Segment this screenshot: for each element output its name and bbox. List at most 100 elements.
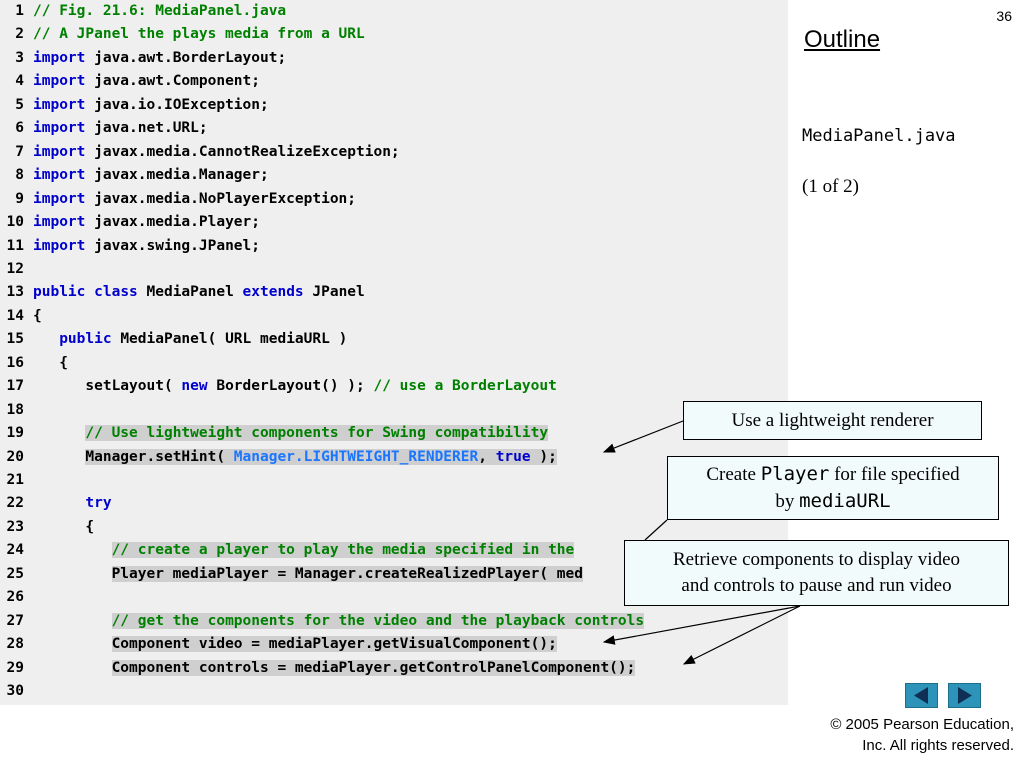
line-number: 25	[6, 565, 24, 582]
code-token: import	[33, 214, 86, 231]
code-text: import javax.media.Manager;	[33, 167, 269, 183]
code-token: javax.media.Player;	[85, 214, 260, 231]
code-line: 15 public MediaPanel( URL mediaURL )	[0, 328, 348, 351]
line-number: 20	[6, 448, 24, 465]
line-number: 3	[15, 49, 24, 66]
code-token: import	[33, 49, 86, 66]
code-text: // get the components for the video and …	[33, 612, 645, 629]
code-line: 1 // Fig. 21.6: MediaPanel.java	[0, 0, 286, 23]
code-line: 29 Component controls = mediaPlayer.getC…	[0, 657, 636, 680]
page-of-indicator: (1 of 2)	[802, 176, 859, 197]
callout-text: Retrieve components to display video	[672, 549, 961, 570]
line-number: 1	[15, 3, 24, 19]
code-token: BorderLayout() );	[207, 378, 374, 395]
code-token: import	[33, 167, 86, 184]
line-number: 15	[6, 331, 24, 348]
code-line: 11 import javax.swing.JPanel;	[0, 235, 260, 258]
callout-text: Create	[706, 464, 761, 485]
page-number: 36	[996, 8, 1012, 24]
line-number: 7	[15, 143, 24, 160]
code-token: java.net.URL;	[85, 120, 208, 137]
code-token: JPanel	[303, 284, 365, 301]
callout-code-mediaurl: mediaURL	[799, 490, 891, 512]
code-text: import java.awt.Component;	[33, 73, 260, 89]
code-token: MediaPanel( URL mediaURL )	[111, 331, 348, 348]
code-line: 23 {	[0, 516, 95, 539]
line-number: 11	[6, 237, 24, 254]
code-token: {	[33, 354, 68, 371]
code-line: 2 // A JPanel the plays media from a URL	[0, 23, 365, 46]
line-number: 2	[15, 26, 24, 43]
callout-text: and controls to pause and run video	[681, 575, 952, 596]
code-text: setLayout( new BorderLayout() ); // use …	[33, 378, 556, 395]
code-text: import java.net.URL;	[33, 120, 208, 136]
code-text: {	[33, 355, 68, 371]
code-line: 24 // create a player to play the media …	[0, 539, 575, 562]
code-text: // A JPanel the plays media from a URL	[33, 26, 365, 42]
code-token: // Fig. 21.6: MediaPanel.java	[33, 3, 287, 19]
code-line: 3 import java.awt.BorderLayout;	[0, 47, 286, 70]
code-token	[33, 636, 112, 652]
copyright-notice: © 2005 Pearson Education, Inc. All right…	[830, 714, 1014, 756]
code-token: Player mediaPlayer = Manager.createReali…	[111, 565, 583, 582]
code-token: Manager.LIGHTWEIGHT_RENDERER	[233, 448, 479, 465]
line-number: 18	[6, 401, 24, 418]
code-token: // create a player to play the media spe…	[111, 542, 575, 559]
code-token	[33, 425, 85, 441]
previous-slide-button[interactable]	[905, 683, 938, 708]
line-number: 17	[6, 378, 24, 395]
line-number: 28	[6, 636, 24, 653]
code-token: javax.swing.JPanel;	[85, 237, 260, 254]
code-token	[33, 331, 59, 347]
code-text: {	[33, 519, 94, 535]
code-token: Manager.setHint(	[85, 448, 234, 465]
code-token: );	[530, 448, 557, 465]
code-token: extends	[242, 284, 304, 301]
code-token: try	[85, 495, 112, 512]
code-line: 22 try	[0, 492, 112, 515]
line-number: 26	[6, 589, 24, 606]
code-line: 28 Component video = mediaPlayer.getVisu…	[0, 633, 557, 656]
line-number: 13	[6, 284, 24, 301]
callout-text: for file specified	[829, 464, 960, 485]
code-line: 20 Manager.setHint( Manager.LIGHTWEIGHT_…	[0, 446, 557, 469]
code-text: // Use lightweight components for Swing …	[33, 425, 549, 442]
callout-retrieve-components: Retrieve components to display video and…	[624, 540, 1009, 606]
code-token: Component controls = mediaPlayer.getCont…	[111, 659, 636, 676]
code-text: Component controls = mediaPlayer.getCont…	[33, 659, 636, 676]
file-name: MediaPanel.java	[802, 126, 956, 146]
copyright-line: © 2005 Pearson Education,	[830, 716, 1014, 733]
outline-link[interactable]: Outline	[804, 26, 881, 53]
code-line: 30	[0, 680, 33, 703]
code-line: 25 Player mediaPlayer = Manager.createRe…	[0, 563, 583, 586]
code-token	[33, 542, 112, 558]
code-token: java.awt.Component;	[85, 73, 260, 90]
code-token	[33, 613, 112, 629]
code-text: import javax.media.Player;	[33, 214, 260, 230]
line-number: 4	[15, 73, 24, 90]
line-number: 19	[6, 425, 24, 442]
next-slide-button[interactable]	[948, 683, 981, 708]
code-listing: 1 // Fig. 21.6: MediaPanel.java 2 // A JPan…	[0, 0, 788, 705]
code-token: class	[94, 284, 138, 301]
code-token: import	[33, 73, 86, 90]
code-token: MediaPanel	[137, 284, 243, 301]
code-text: import java.awt.BorderLayout;	[33, 50, 286, 66]
line-number: 29	[6, 659, 24, 676]
code-text: Manager.setHint( Manager.LIGHTWEIGHT_REN…	[33, 448, 557, 465]
code-text: // Fig. 21.6: MediaPanel.java	[33, 3, 286, 19]
line-number: 5	[15, 96, 24, 113]
line-number: 9	[15, 190, 24, 207]
line-number: 23	[6, 518, 24, 535]
code-token	[33, 660, 112, 676]
code-token: import	[33, 190, 86, 207]
line-number: 27	[6, 612, 24, 629]
code-text: import javax.media.CannotRealizeExceptio…	[33, 144, 400, 160]
callout-create-player: Create Player for file specified by medi…	[667, 456, 999, 520]
code-text: import javax.swing.JPanel;	[33, 238, 260, 254]
code-text: Player mediaPlayer = Manager.createReali…	[33, 565, 583, 582]
callout-text: Use a lightweight renderer	[731, 410, 934, 431]
